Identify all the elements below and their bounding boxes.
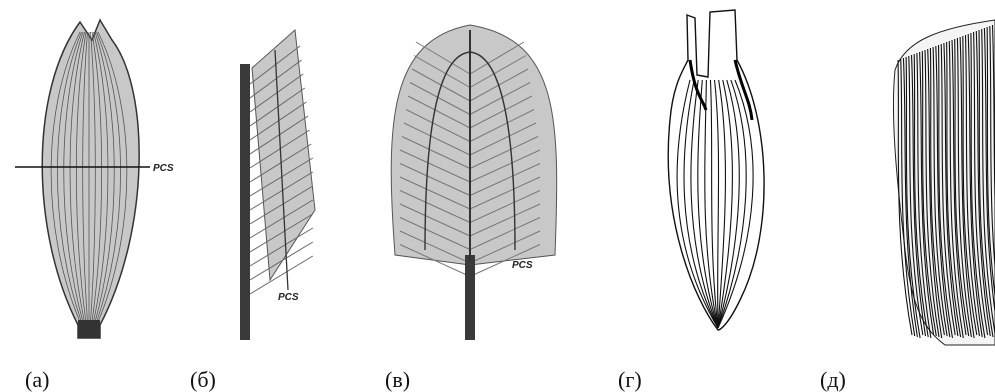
pcs-label-v: PCS <box>512 260 533 271</box>
figure-label-d: (д) <box>820 367 846 392</box>
tendon-v <box>465 255 475 340</box>
bipennate-muscle-figure: PCS <box>391 25 557 340</box>
pcs-label-b: PCS <box>278 292 299 303</box>
figure-label-a: (а) <box>25 367 49 392</box>
figure-label-v: (в) <box>385 367 410 392</box>
unipennate-muscle-figure: PCS <box>240 30 315 340</box>
fusiform-muscle-figure: PCS <box>15 20 174 338</box>
figure-label-g: (г) <box>618 367 642 392</box>
pcs-label-a: PCS <box>153 163 174 174</box>
muscle-drawing-g <box>668 10 764 330</box>
muscle-drawing-d <box>893 20 995 345</box>
figure-label-b: (б) <box>190 367 216 392</box>
tendon-b <box>240 64 250 340</box>
tendon-bottom <box>78 320 100 338</box>
